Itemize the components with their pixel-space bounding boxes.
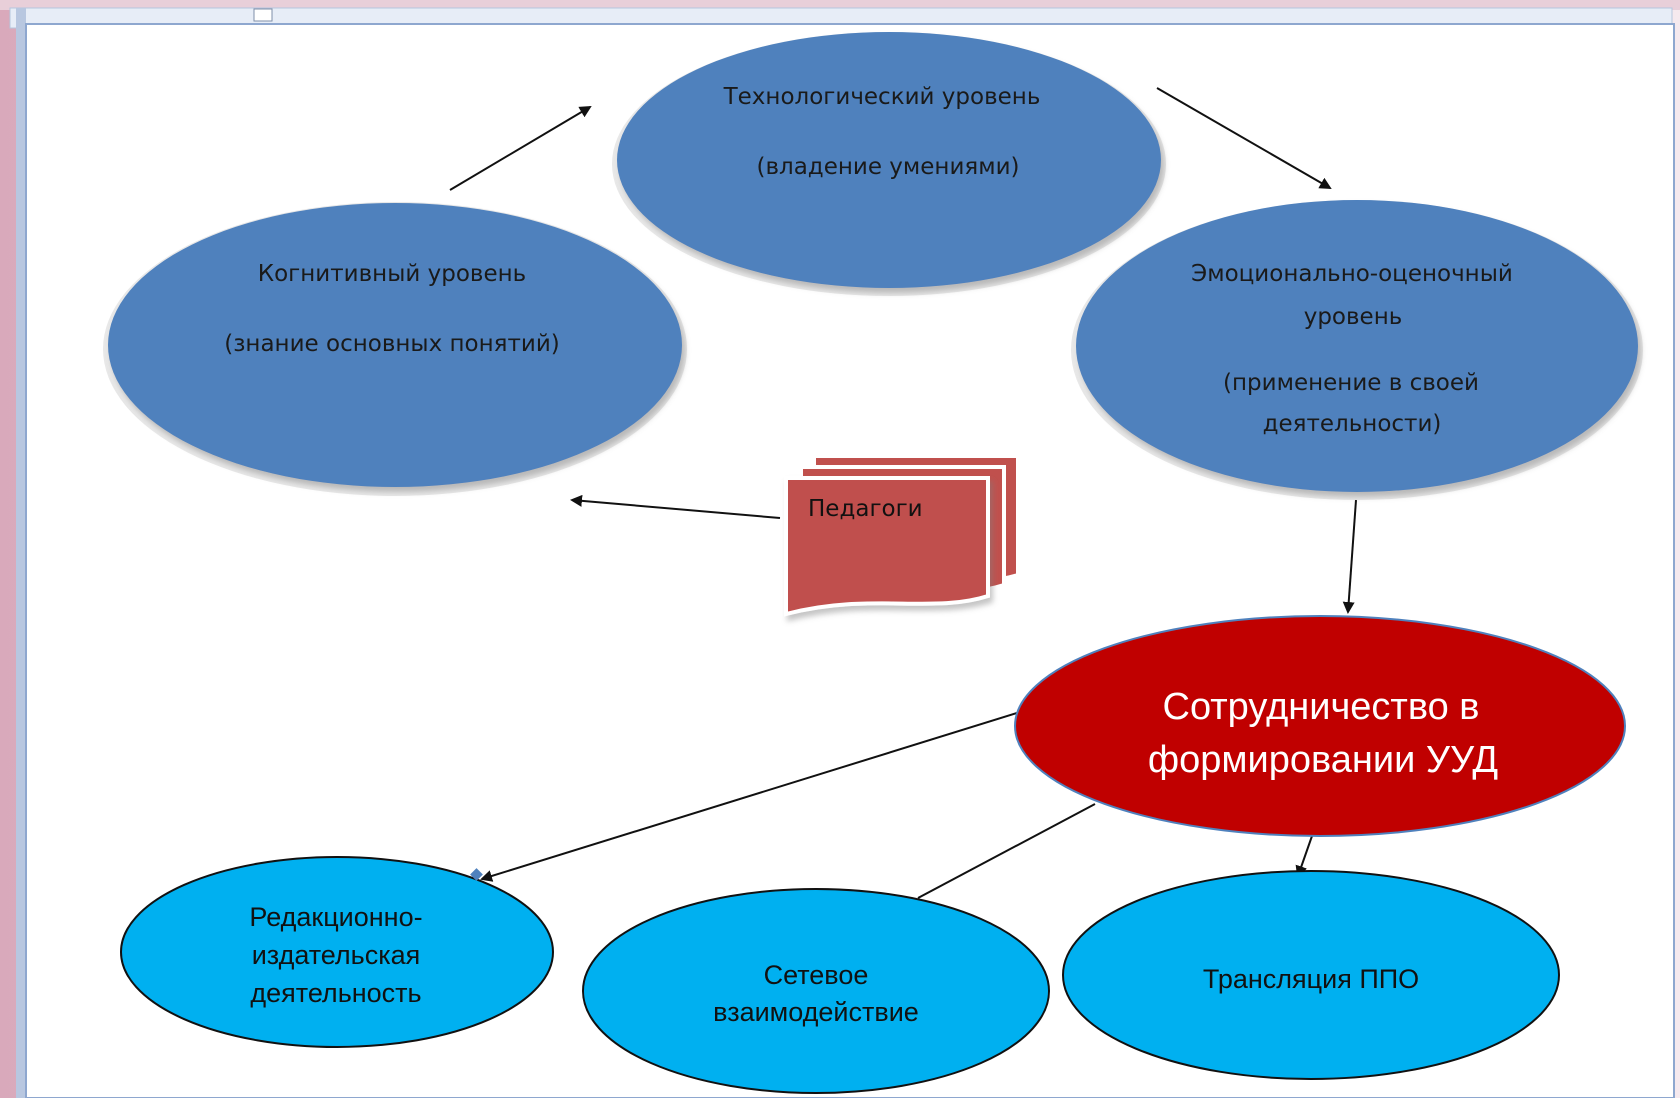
network-node: Сетевое взаимодействие: [582, 888, 1050, 1094]
technological-title: Технологический уровень: [723, 84, 1041, 110]
ruler-marker: [253, 8, 273, 22]
emotional-node-ellipse: [1076, 200, 1638, 492]
teachers-label: Педагоги: [808, 496, 923, 522]
arrow-cooperation-to-translation: [1295, 835, 1313, 878]
editorial-line-1: Редакционно-: [249, 902, 422, 932]
technological-level-node: Технологический уровень (владение умения…: [612, 32, 1166, 296]
cooperation-node-ellipse: [1014, 615, 1626, 837]
emotional-level-node: Эмоционально-оценочный уровень (применен…: [1071, 200, 1643, 500]
connector-cooperation-to-network: [917, 803, 1096, 899]
cognitive-level-node: Когнитивный уровень (знание основных пон…: [103, 202, 687, 496]
arrow-teachers-to-cognitive: [570, 494, 781, 519]
teachers-node: Педагоги: [784, 454, 1020, 617]
top-band: [0, 0, 1680, 10]
cooperation-title-line-2: формировании УУД: [1148, 739, 1499, 781]
arrow-cooperation-to-editorial: [480, 712, 1018, 882]
network-line-2: взаимодействие: [713, 997, 919, 1027]
left-ruler-edge: [16, 8, 26, 1098]
editorial-node: Редакционно- издательская деятельность: [120, 856, 554, 1048]
arrow-cognitive-to-technological: [449, 105, 592, 191]
network-node-ellipse: [582, 888, 1050, 1094]
translation-node: Трансляция ППО: [1062, 870, 1560, 1080]
emotional-line-2: уровень: [1304, 304, 1403, 330]
network-line-1: Сетевое: [764, 960, 869, 990]
cognitive-title: Когнитивный уровень: [258, 261, 526, 287]
technological-node-ellipse: [617, 32, 1161, 288]
cooperation-title-line-1: Сотрудничество в: [1163, 686, 1480, 728]
cognitive-node-ellipse: [108, 203, 682, 487]
arrow-emotional-to-cooperation: [1342, 499, 1357, 614]
editorial-line-2: издательская: [252, 940, 421, 970]
cognitive-subtitle: (знание основных понятий): [224, 331, 560, 357]
multi-document-icon: [784, 476, 990, 617]
editorial-node-ellipse: [120, 856, 554, 1048]
emotional-line-3: (применение в своей: [1223, 370, 1479, 396]
cooperation-node: Сотрудничество в формировании УУД: [1014, 615, 1626, 837]
arrow-technological-to-emotional: [1156, 87, 1332, 190]
translation-node-ellipse: [1062, 870, 1560, 1080]
technological-subtitle: (владение умениями): [756, 154, 1019, 180]
emotional-line-4: деятельности): [1263, 411, 1442, 437]
translation-line-1: Трансляция ППО: [1203, 964, 1419, 994]
editorial-line-3: деятельность: [250, 978, 421, 1008]
emotional-line-1: Эмоционально-оценочный: [1191, 261, 1513, 287]
